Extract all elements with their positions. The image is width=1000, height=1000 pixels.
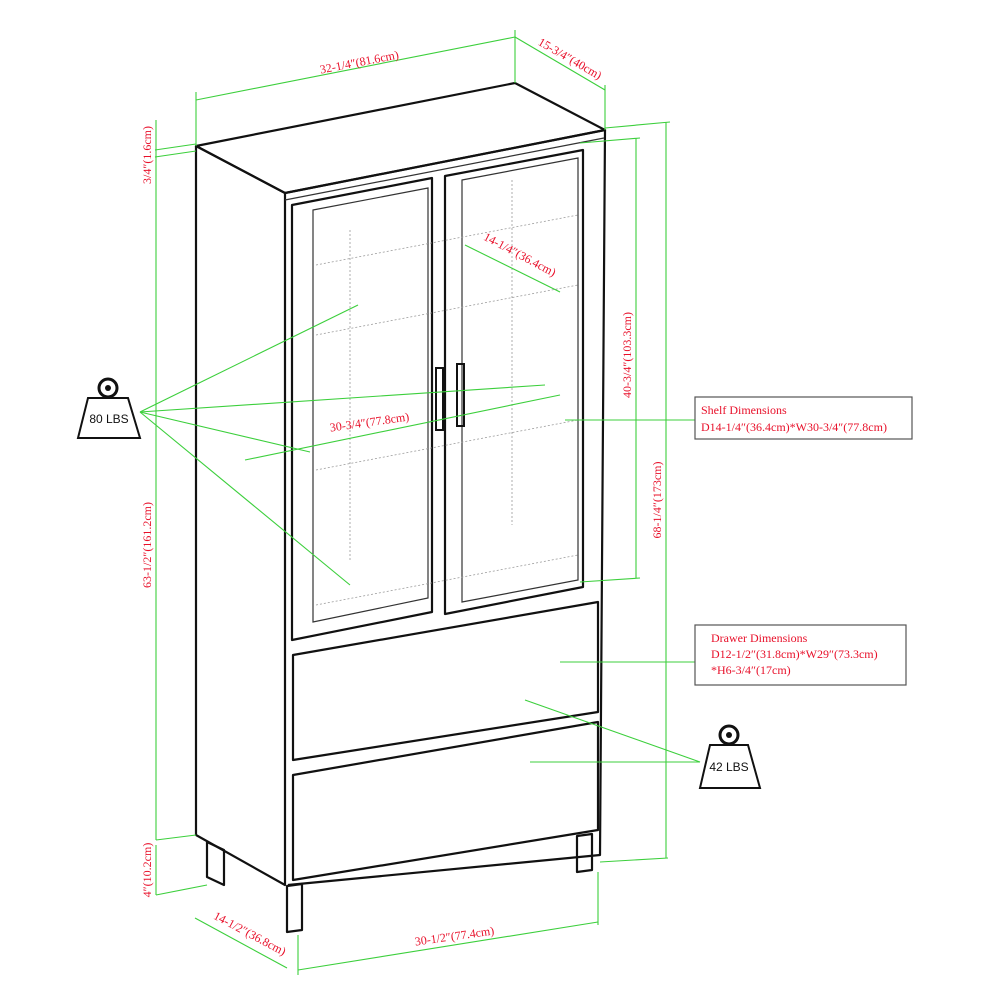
left-door[interactable] xyxy=(290,176,434,642)
leg-front-left xyxy=(285,882,304,934)
top-thickness-label: 3/4″(1.6cm) xyxy=(140,126,154,184)
left-door-glass xyxy=(312,187,429,623)
dimension-lines xyxy=(139,30,701,975)
overall-height-label: 68-1/4″(173cm) xyxy=(650,462,664,539)
cabinet-drawing xyxy=(194,81,607,934)
shelf-dimensions-callout: Shelf Dimensions D14-1/4″(36.4cm)*W30-3/… xyxy=(694,396,913,440)
cabinet-side-panel xyxy=(194,144,287,887)
body-height-label: 63-1/2″(161.2cm) xyxy=(140,502,154,588)
leg-front-right xyxy=(575,832,594,874)
drawer-callout-title: Drawer Dimensions xyxy=(711,631,808,645)
shelf-weight-capacity: 80 LBS xyxy=(89,412,128,426)
drawer-dimensions-callout: Drawer Dimensions D12-1/2″(31.8cm)*W29″(… xyxy=(694,624,907,686)
drawer-weight-capacity: 42 LBS xyxy=(709,760,748,774)
left-door-handle[interactable] xyxy=(435,367,444,431)
weight-icon-shelf: 80 LBS xyxy=(76,377,142,439)
leg-height-label: 4″(10.2cm) xyxy=(140,843,154,898)
drawer-callout-height: *H6-3/4″(17cm) xyxy=(711,663,791,677)
shelf-callout-dimensions: D14-1/4″(36.4cm)*W30-3/4″(77.8cm) xyxy=(701,420,887,434)
drawer-callout-dimensions: D12-1/2″(31.8cm)*W29″(73.3cm) xyxy=(711,647,878,661)
overall-width-label: 32-1/4″(81.6cm) xyxy=(319,48,400,77)
dimension-labels: 32-1/4″(81.6cm) 15-3/4″(40cm) 3/4″(1.6cm… xyxy=(140,35,664,959)
drawer-bottom[interactable] xyxy=(291,720,600,882)
overall-depth-label: 15-3/4″(40cm) xyxy=(536,35,604,83)
drawer-top[interactable] xyxy=(291,600,600,762)
cabinet-top xyxy=(194,81,607,195)
shelf-callout-title: Shelf Dimensions xyxy=(701,403,787,417)
right-door-handle[interactable] xyxy=(456,363,465,427)
weight-icon-drawer: 42 LBS xyxy=(698,724,762,789)
shelves xyxy=(315,180,579,606)
right-door-glass xyxy=(461,157,579,603)
cabinet-front xyxy=(284,128,607,887)
leg-back-left xyxy=(205,840,226,887)
shelf-width-label: 30-3/4″(77.8cm) xyxy=(329,410,410,435)
glass-section-height-label: 40-3/4″(103.3cm) xyxy=(620,312,634,398)
right-door[interactable] xyxy=(443,148,585,616)
